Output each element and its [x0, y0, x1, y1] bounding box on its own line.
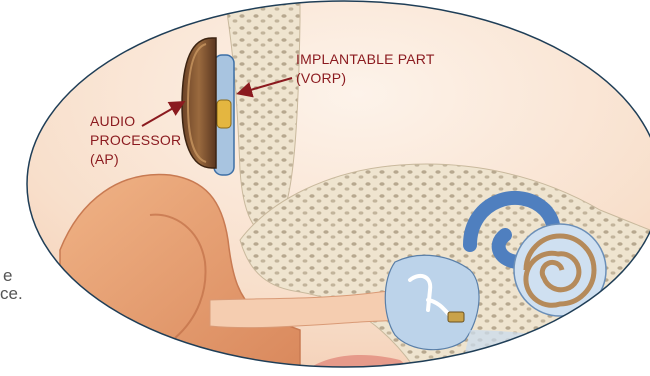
implantable-label-line1: IMPLANTABLE PART [296, 50, 435, 69]
left-text-line2: ce. [0, 283, 23, 305]
cochlea [514, 224, 606, 316]
audio-label-line3: (AP) [90, 150, 119, 169]
audio-label-line2: PROCESSOR [90, 131, 181, 150]
audio-label-line1: AUDIO [90, 112, 135, 131]
auditory-tube [460, 330, 650, 376]
floating-mass-transducer [448, 312, 464, 322]
implantable-label-line2: (VORP) [296, 69, 346, 88]
implant-magnet [217, 100, 231, 128]
